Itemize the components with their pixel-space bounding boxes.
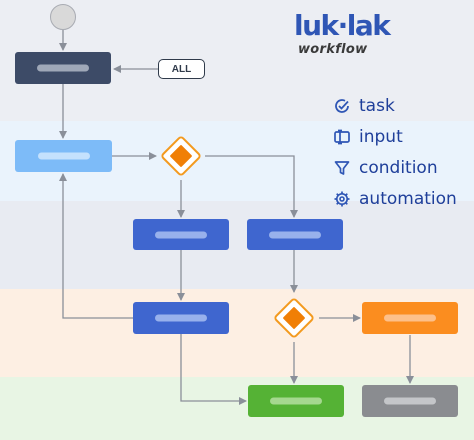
legend-label: automation <box>359 188 457 209</box>
arrow-loop-back <box>59 173 133 319</box>
node-label-placeholder <box>37 152 90 160</box>
node-label-placeholder <box>37 64 89 72</box>
legend-label: condition <box>359 157 438 178</box>
legend-item-condition: condition <box>333 152 457 183</box>
node-automation[interactable] <box>362 302 458 334</box>
task-icon <box>335 98 349 113</box>
node-task-a[interactable] <box>133 219 229 250</box>
arrow-diamond-to-task-b <box>205 155 298 218</box>
node-success[interactable] <box>248 385 344 417</box>
legend: task input condition automation <box>333 90 457 214</box>
input-icon <box>334 129 350 144</box>
node-label-placeholder <box>155 231 207 238</box>
condition-icon <box>334 160 350 175</box>
legend-label: task <box>359 95 395 116</box>
brand-name: luk·lak <box>294 9 391 42</box>
node-label-placeholder <box>155 314 207 322</box>
node-end[interactable] <box>362 385 458 417</box>
legend-label: input <box>359 126 403 147</box>
node-label-placeholder <box>270 397 322 405</box>
legend-item-task: task <box>333 90 457 121</box>
all-chip[interactable]: ALL <box>158 59 205 79</box>
arrow-task-c-to-green <box>180 334 247 405</box>
condition-diamond-fill <box>169 144 193 168</box>
node-input[interactable] <box>15 140 112 172</box>
node-label-placeholder <box>384 397 436 405</box>
node-label-placeholder <box>384 314 436 322</box>
legend-item-automation: automation <box>333 183 457 214</box>
legend-item-input: input <box>333 121 457 152</box>
condition-diamond-fill <box>282 306 306 330</box>
node-dark[interactable] <box>15 52 111 84</box>
node-task-b[interactable] <box>247 219 343 250</box>
brand-logo: luk·lak workflow <box>294 9 414 58</box>
node-label-placeholder <box>269 231 321 238</box>
brand-subtitle: workflow <box>298 42 368 57</box>
start-node[interactable] <box>50 4 76 30</box>
node-task-c[interactable] <box>133 302 229 334</box>
lane-tasks <box>0 201 474 289</box>
automation-icon <box>334 191 350 206</box>
